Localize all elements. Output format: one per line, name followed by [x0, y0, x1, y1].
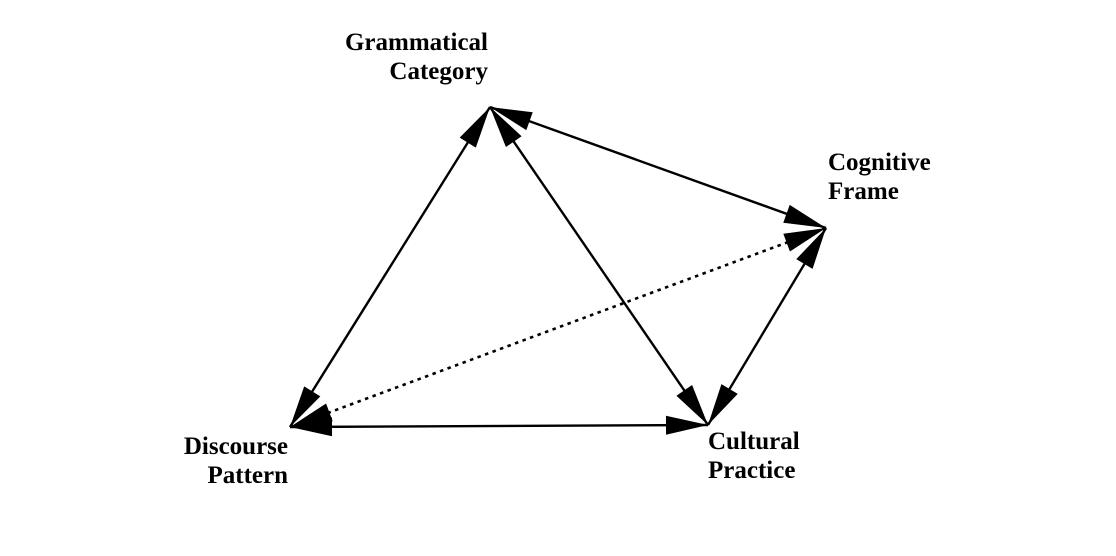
arrowhead-grammatical-category--cognitive-frame — [490, 107, 533, 131]
node-discourse-pattern: Discourse Pattern — [184, 432, 288, 490]
node-label-line: Frame — [828, 178, 899, 205]
arrowhead-cultural-practice--cognitive-frame — [796, 228, 826, 269]
node-label-line: Pattern — [207, 462, 288, 489]
arrowhead-grammatical-category--discourse-pattern — [459, 107, 490, 148]
edge-grammatical-category--discourse-pattern — [288, 106, 492, 428]
arrowhead-cultural-practice--cognitive-frame — [708, 384, 738, 425]
node-label-line: Grammatical — [344, 29, 488, 56]
node-cultural-practice: Cultural Practice — [708, 427, 800, 485]
arrowhead-grammatical-category--cultural-practice — [676, 384, 708, 425]
node-label-line: Discourse — [183, 433, 288, 460]
node-cognitive-frame: Cognitive Frame — [828, 148, 931, 206]
node-label-line: Category — [389, 58, 488, 85]
edge-grammatical-category--cognitive-frame — [489, 105, 827, 230]
arrowhead-grammatical-category--cognitive-frame — [783, 204, 826, 228]
arrowhead-discourse-pattern--cognitive-frame — [290, 403, 333, 427]
arrowhead-discourse-pattern--cognitive-frame — [783, 228, 826, 252]
node-label-line: Practice — [708, 457, 796, 484]
arrowhead-grammatical-category--discourse-pattern — [290, 386, 321, 427]
node-grammatical-category: Grammatical Category — [345, 28, 488, 86]
node-label-line: Cultural — [708, 428, 800, 455]
arrowhead-discourse-pattern--cultural-practice — [665, 415, 708, 435]
edge-discourse-pattern--cognitive-frame-dotted — [289, 226, 827, 429]
node-label-line: Cognitive — [828, 149, 931, 176]
edge-grammatical-category--cultural-practice — [489, 106, 709, 426]
arrowhead-grammatical-category--cultural-practice — [490, 107, 522, 148]
edge-discourse-pattern--cultural-practice — [289, 423, 709, 429]
